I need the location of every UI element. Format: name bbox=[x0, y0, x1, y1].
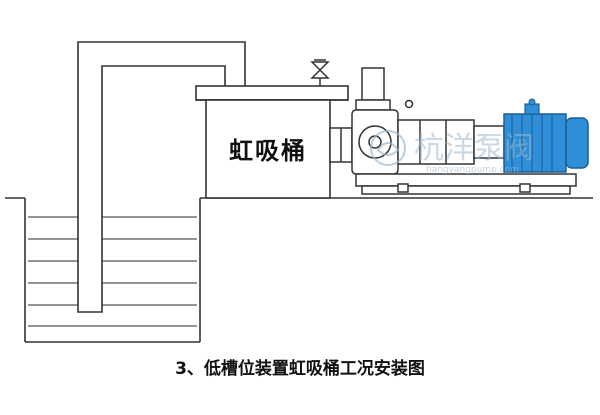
watermark-url: hangyangpump.com bbox=[426, 165, 519, 175]
figure-caption: 3、低槽位装置虹吸桶工况安装图 bbox=[175, 359, 425, 379]
siphon-tank-label: 虹吸桶 bbox=[229, 137, 307, 165]
watermark-brand: 杭洋泵阀 bbox=[414, 131, 534, 166]
discharge-pipe bbox=[355, 67, 391, 111]
motor bbox=[503, 98, 589, 173]
sump-pit bbox=[24, 198, 201, 343]
valve-icon bbox=[310, 59, 330, 86]
siphon-tank-lid bbox=[195, 85, 349, 101]
pump-bearing-housing bbox=[397, 119, 505, 165]
watermark: 杭洋泵阀 hangyangpump.com bbox=[370, 130, 534, 175]
pump-logo-icon bbox=[370, 130, 406, 166]
base-plate bbox=[355, 173, 577, 195]
water-lines bbox=[28, 216, 197, 327]
pump-inlet bbox=[329, 127, 353, 163]
pump-casing bbox=[351, 99, 414, 175]
